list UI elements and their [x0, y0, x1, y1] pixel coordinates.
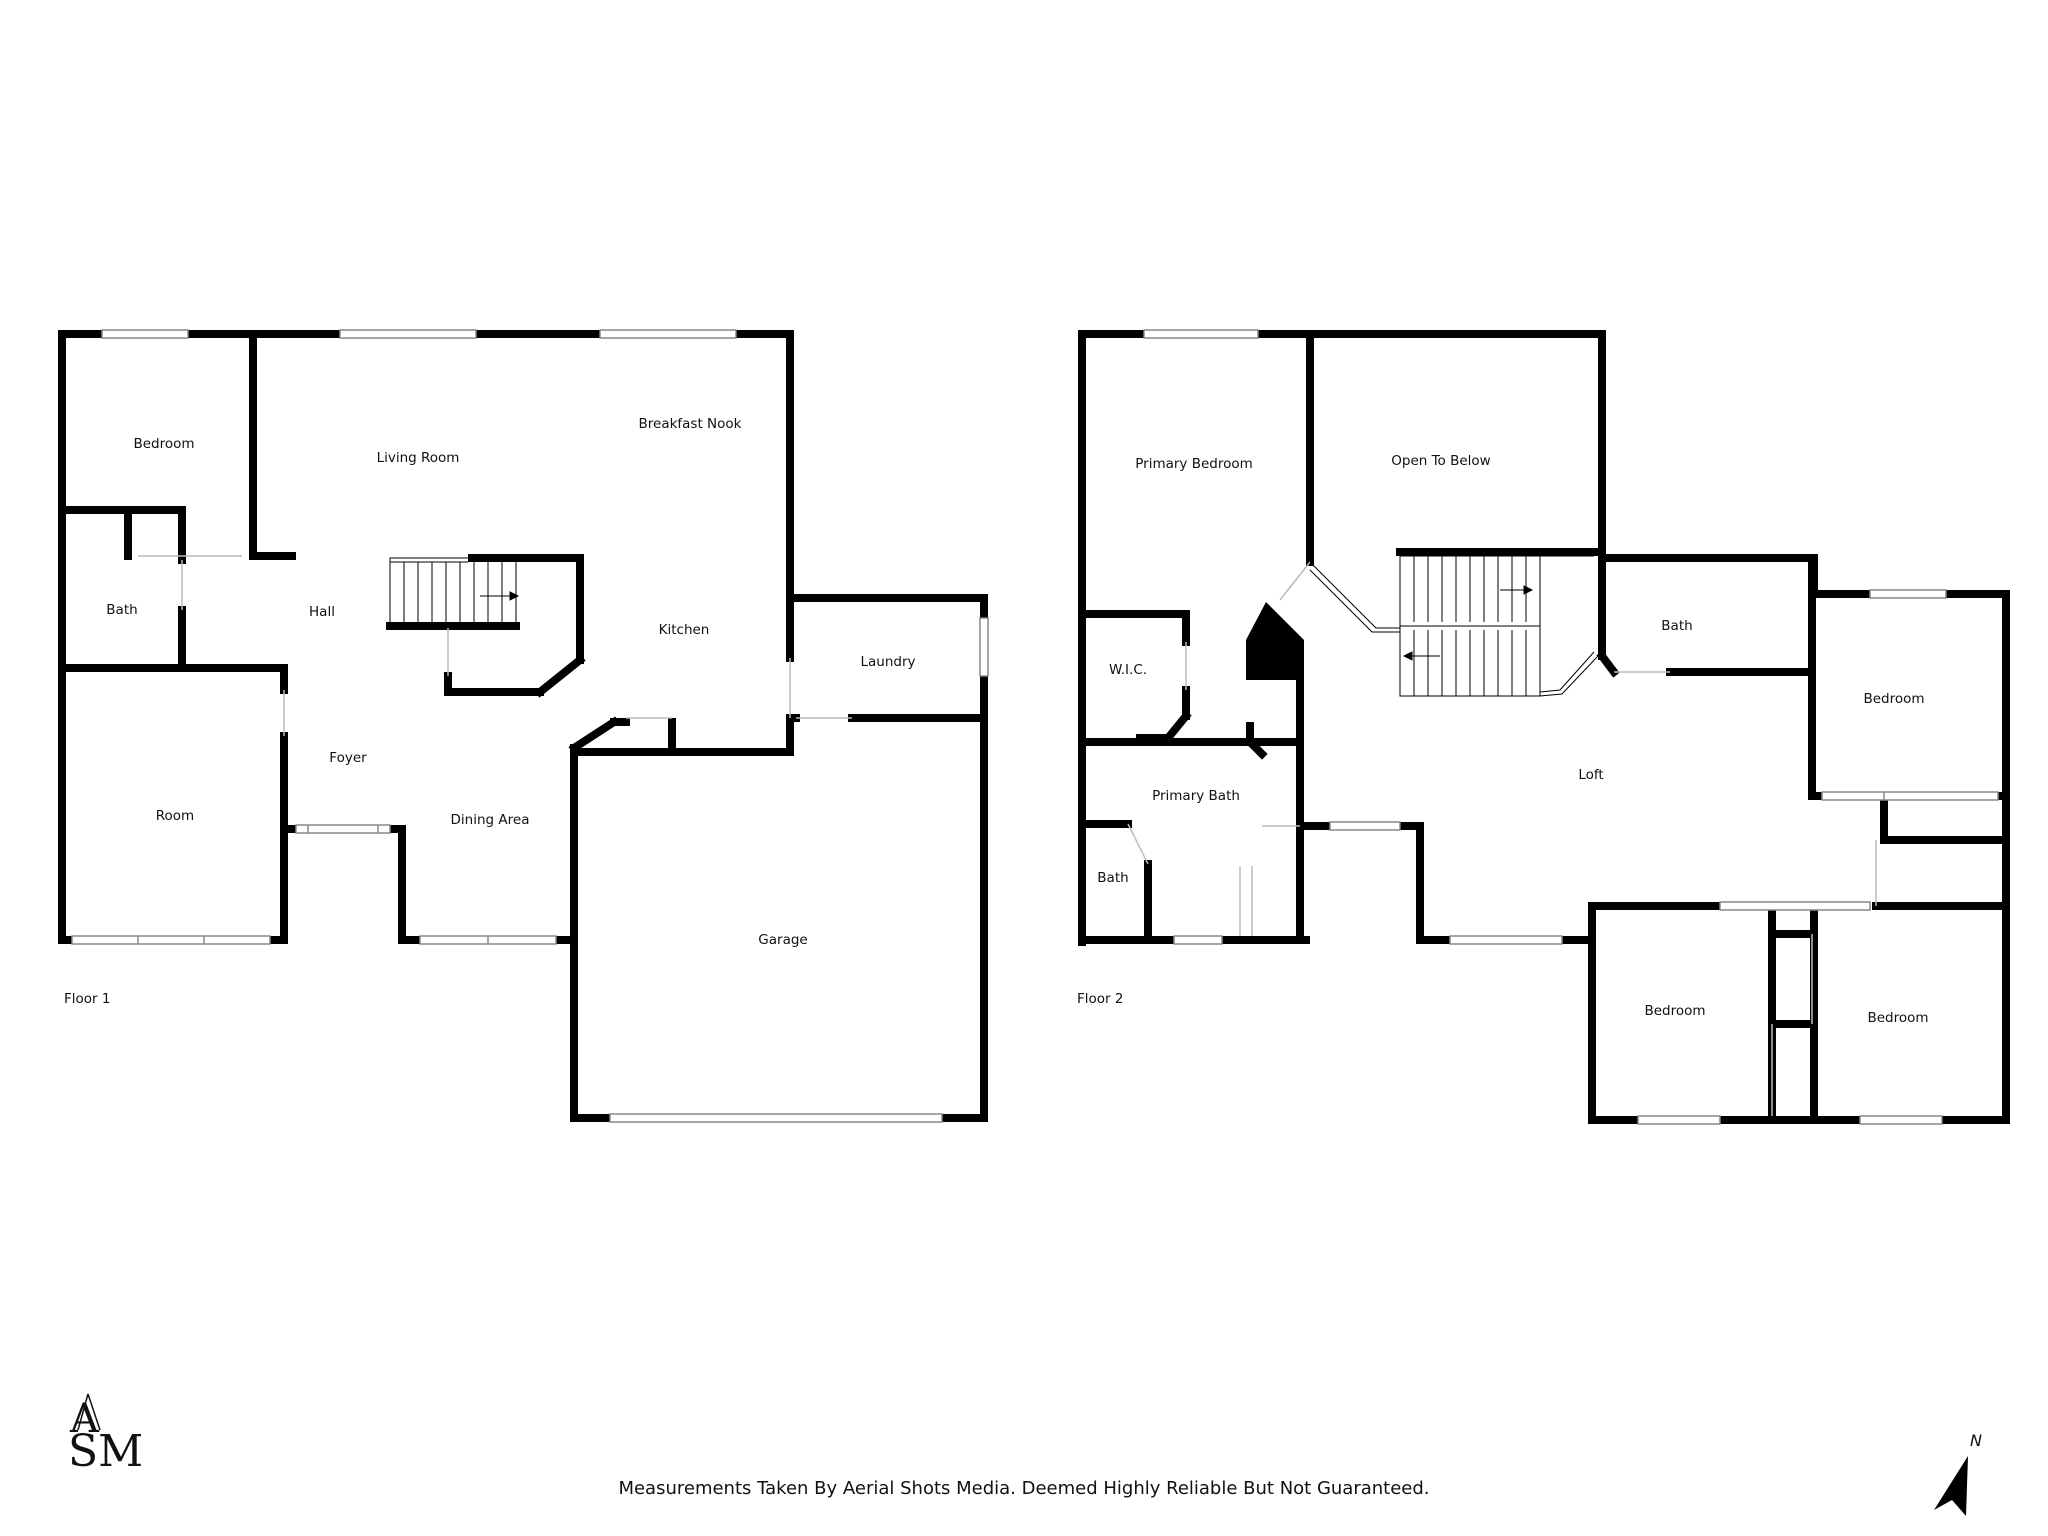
room-label-garage: Garage	[758, 932, 807, 948]
room-label-foyer: Foyer	[329, 750, 367, 766]
chimney	[1246, 602, 1304, 680]
room-label-primary-bath: Primary Bath	[1152, 788, 1240, 804]
floor1-stairs	[389, 557, 520, 627]
floor1-walls	[58, 330, 988, 1122]
room-label-laundry: Laundry	[860, 654, 915, 670]
room-label-open-to-below: Open To Below	[1391, 453, 1490, 469]
floor2-labels: Primary Bedroom Open To Below Bath W.I.C…	[1097, 453, 1928, 1026]
room-label-bath-upper: Bath	[1661, 618, 1692, 634]
floor2-openings	[1143, 329, 1999, 1125]
north-arrow-icon: N	[1934, 1431, 1982, 1516]
room-label-bedroom-east: Bedroom	[1863, 691, 1924, 707]
compass-label: N	[1970, 1431, 1982, 1450]
room-label-hall: Hall	[309, 604, 335, 620]
room-label-bedroom-sw: Bedroom	[1644, 1003, 1705, 1019]
room-label-breakfast-nook: Breakfast Nook	[639, 416, 742, 432]
room-label-room: Room	[156, 808, 194, 824]
room-label-dining-area: Dining Area	[451, 812, 530, 828]
room-label-loft: Loft	[1578, 767, 1603, 783]
room-label-bath-small: Bath	[1097, 870, 1128, 886]
floor2-stairs	[1309, 555, 1599, 697]
floor2-doors	[1127, 561, 1877, 1116]
room-label-kitchen: Kitchen	[659, 622, 710, 638]
room-label-bedroom-se: Bedroom	[1867, 1010, 1928, 1026]
floor1-doors	[138, 555, 852, 736]
floor2-walls	[1078, 330, 2010, 1124]
room-label-primary-bedroom: Primary Bedroom	[1135, 456, 1253, 472]
room-label-bedroom: Bedroom	[133, 436, 194, 452]
room-label-bath: Bath	[106, 602, 137, 618]
floor1-openings	[71, 329, 989, 1123]
room-label-living-room: Living Room	[377, 450, 460, 466]
room-label-wic: W.I.C.	[1109, 662, 1147, 678]
brand-logo: A SM	[68, 1393, 143, 1477]
floor1-labels: Bedroom Living Room Breakfast Nook Bath …	[106, 416, 915, 948]
logo-bottom-letters: SM	[68, 1426, 143, 1477]
logo-top-letter: A	[69, 1396, 100, 1442]
floor1-label: Floor 1	[64, 991, 110, 1007]
footer-disclaimer: Measurements Taken By Aerial Shots Media…	[618, 1478, 1429, 1499]
floor2-label: Floor 2	[1077, 991, 1123, 1007]
